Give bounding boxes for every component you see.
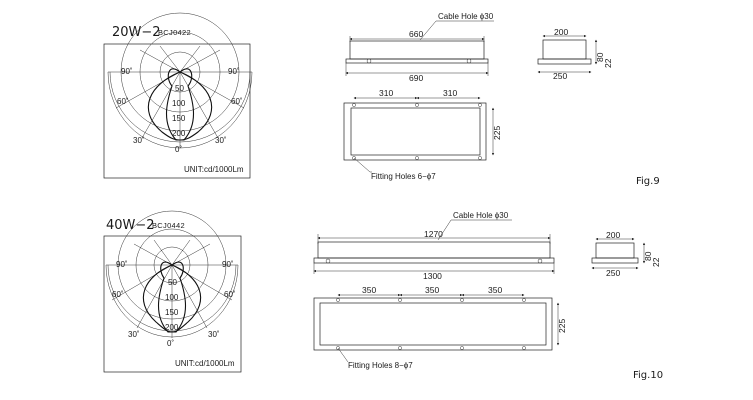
- angle-label: 30˚: [133, 136, 145, 145]
- angle-label: 90˚: [116, 260, 128, 269]
- dimension-label: 690: [409, 73, 423, 83]
- fitting-holes-label: Fitting Holes 8−ϕ7: [348, 361, 413, 370]
- unit-label: UNIT:cd/1000Lm: [184, 165, 244, 174]
- fixture-title: 40W−2: [106, 218, 155, 233]
- angle-label: 0˚: [175, 145, 182, 154]
- angle-label: 60˚: [231, 97, 243, 106]
- dimension-label: 310: [379, 88, 393, 98]
- ring-label: 50: [175, 84, 184, 93]
- ring-label: 50: [168, 278, 177, 287]
- dimension-label: 1300: [423, 271, 442, 281]
- figure-label: Fig.10: [633, 370, 663, 381]
- ring-label: 150: [172, 114, 186, 123]
- dimension-label: 350: [425, 285, 439, 295]
- fitting-holes-label: Fitting Holes 6−ϕ7: [371, 172, 436, 181]
- side-view: 200 250 80 22: [591, 230, 661, 278]
- dimension-label: 225: [492, 126, 502, 140]
- angle-label: 90˚: [222, 260, 234, 269]
- dimension-label: 1270: [424, 229, 443, 239]
- front-view: Cable Hole ϕ30 660 690: [345, 12, 494, 83]
- cable-hole-label: Cable Hole ϕ30: [438, 12, 494, 21]
- dimension-label: 250: [606, 268, 620, 278]
- ring-label: 150: [165, 308, 179, 317]
- polar-diagram: 50 100 150 200 90˚ 90˚ 60˚ 60˚ 30˚ 30˚ 0…: [103, 210, 242, 373]
- angle-label: 30˚: [208, 330, 220, 339]
- figure-20w: 20W−2 BCJ0422: [103, 12, 660, 187]
- dimension-label: 22: [651, 257, 661, 267]
- ring-label: 200: [172, 129, 186, 138]
- dimension-label: 80: [595, 52, 605, 62]
- fixture-code: BCJ0442: [152, 221, 185, 230]
- ring-label: 200: [165, 323, 179, 332]
- side-view: 200 250 80 22: [537, 27, 613, 81]
- cable-hole-label: Cable Hole ϕ30: [453, 211, 509, 220]
- angle-label: 60˚: [117, 97, 129, 106]
- dimension-label: 225: [557, 319, 567, 333]
- dimension-label: 22: [603, 58, 613, 68]
- angle-label: 30˚: [215, 136, 227, 145]
- figure-40w: 40W−2 BCJ0442: [103, 210, 663, 381]
- angle-label: 90˚: [228, 67, 240, 76]
- ring-label: 100: [172, 99, 186, 108]
- front-view: Cable Hole ϕ30 1270 1300: [313, 211, 555, 281]
- figure-label: Fig.9: [636, 176, 660, 187]
- bottom-view: 350 350 350 225 Fitting Holes 8−ϕ7: [313, 285, 567, 370]
- dimension-label: 200: [554, 27, 568, 37]
- angle-label: 30˚: [128, 330, 140, 339]
- dimension-label: 80: [643, 251, 653, 261]
- dimension-label: 350: [362, 285, 376, 295]
- angle-label: 0˚: [167, 339, 174, 348]
- angle-label: 90˚: [121, 67, 133, 76]
- dimension-label: 660: [409, 29, 423, 39]
- unit-label: UNIT:cd/1000Lm: [175, 359, 235, 368]
- angle-label: 60˚: [112, 290, 124, 299]
- bottom-view: 310 310 225 Fitting Holes 6−ϕ7: [343, 88, 502, 181]
- dimension-label: 200: [606, 230, 620, 240]
- dimension-label: 310: [443, 88, 457, 98]
- angle-label: 60˚: [224, 290, 236, 299]
- dimension-label: 250: [553, 71, 567, 81]
- ring-label: 100: [165, 293, 179, 302]
- dimension-label: 350: [488, 285, 502, 295]
